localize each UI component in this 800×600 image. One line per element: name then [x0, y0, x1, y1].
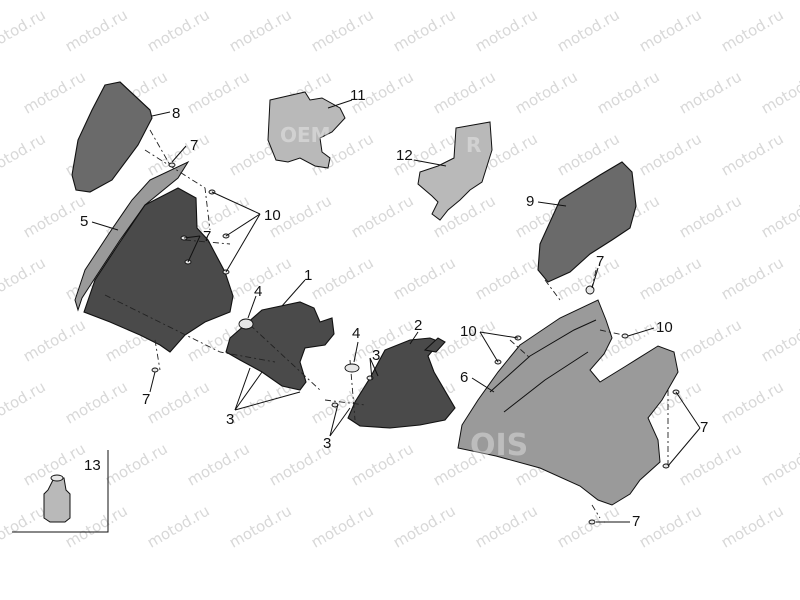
part-11-decal: OEM — [267, 91, 346, 169]
callout-12: 12 — [396, 147, 413, 164]
callout-9: 9 — [526, 193, 534, 210]
callout-13: 13 — [84, 457, 101, 474]
callout-7-c: 7 — [142, 391, 150, 408]
leader-lines — [91, 99, 701, 523]
part-8-panel — [71, 81, 153, 193]
callout-10-a: 10 — [264, 207, 281, 224]
callout-7-a: 7 — [190, 137, 198, 154]
callout-6: 6 — [460, 369, 468, 386]
stamp-left: OEM — [280, 123, 331, 147]
callout-11: 11 — [350, 87, 366, 104]
part-2-small-fairing — [347, 337, 456, 429]
callout-labels: 8 5 7 10 7 4 1 3 7 3 3 4 2 11 12 9 7 10 … — [80, 87, 708, 530]
callout-7-f: 7 — [632, 513, 640, 530]
part-12-decal: R — [417, 121, 493, 221]
part-6-right-fairing: OIS — [457, 299, 679, 506]
callout-3-a: 3 — [226, 411, 234, 428]
callout-10-c: 10 — [656, 319, 673, 336]
callout-2: 2 — [414, 317, 422, 334]
callout-1: 1 — [304, 267, 312, 284]
part-5-left-fairing — [74, 160, 234, 353]
callout-5: 5 — [80, 213, 88, 230]
stamp-right: R — [466, 133, 481, 157]
part-9-panel — [537, 161, 637, 283]
part-1-inner-panel — [225, 301, 335, 391]
callout-10-b: 10 — [460, 323, 477, 340]
callout-4-b: 4 — [352, 325, 360, 342]
callout-7-d: 7 — [596, 253, 604, 270]
callout-8: 8 — [172, 105, 180, 122]
callout-7-e: 7 — [700, 419, 708, 436]
callout-3-c: 3 — [372, 347, 380, 364]
callout-7-b: 7 — [203, 228, 211, 245]
callout-4-a: 4 — [254, 283, 262, 300]
callout-3-b: 3 — [323, 435, 331, 452]
stamp-bottom: OIS — [470, 428, 528, 463]
part-13-box — [12, 450, 109, 533]
